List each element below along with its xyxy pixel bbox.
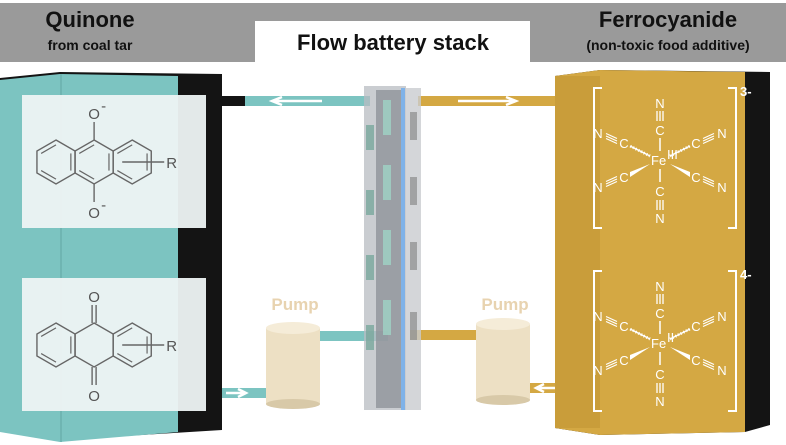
right-title: Ferrocyanide — [599, 7, 737, 32]
cell-plate — [410, 242, 417, 270]
nitrogen-label: N — [593, 180, 602, 195]
center-title-box — [255, 21, 530, 66]
carbon-label: C — [655, 184, 664, 199]
carbon-label: C — [691, 136, 700, 151]
charge-label: - — [101, 197, 106, 214]
right-pump — [476, 318, 530, 405]
left-title: Quinone — [45, 7, 134, 32]
nitrogen-label: N — [655, 96, 664, 111]
bracket-right — [728, 270, 737, 412]
oxidation-state-label: II — [667, 330, 674, 345]
anthraquinone-structure: O O R — [36, 289, 177, 405]
cell-plate — [383, 100, 391, 135]
left-pump — [266, 322, 320, 409]
nitrogen-label: N — [655, 279, 664, 294]
iron-label: Fe — [651, 336, 666, 351]
bracket-left — [593, 87, 602, 229]
cell-plate — [410, 112, 417, 140]
right-pump-label: Pump — [481, 295, 528, 314]
pipes — [215, 95, 565, 399]
cell-plate — [383, 300, 391, 335]
hydroquinone-dianion-structure: OO--R — [36, 98, 177, 222]
nitrogen-label: N — [655, 394, 664, 409]
left-pump-label: Pump — [271, 295, 318, 314]
cell-plate — [366, 325, 374, 350]
nitrogen-label: N — [717, 363, 726, 378]
membrane — [401, 88, 405, 410]
oxygen-label: O — [88, 106, 100, 123]
carbon-label: C — [691, 353, 700, 368]
carbon-label: C — [691, 319, 700, 334]
nitrogen-label: N — [717, 309, 726, 324]
bracket-left — [593, 270, 602, 412]
ring — [112, 322, 152, 368]
ferricyanide-structure: FeIIICCNNCNCNCNCN3- — [593, 84, 752, 229]
cell-plate — [366, 255, 374, 280]
carbon-label: C — [619, 170, 628, 185]
oxygen-label: O — [88, 388, 100, 405]
nitrogen-label: N — [717, 126, 726, 141]
cell-plate — [410, 177, 417, 205]
nitrogen-label: N — [593, 363, 602, 378]
cell-plate — [383, 230, 391, 265]
bracket-right — [728, 87, 737, 229]
center-title: Flow battery stack — [297, 30, 490, 55]
left-top-pipe-black — [215, 96, 245, 106]
substituent-label: R — [166, 338, 177, 355]
right-subtitle: (non-toxic food additive) — [586, 37, 749, 53]
quinone-tank: OO--R OOR — [0, 72, 222, 442]
nitrogen-label: N — [593, 309, 602, 324]
carbon-label: C — [655, 306, 664, 321]
oxygen-label: O — [88, 289, 100, 306]
flow-battery-stack — [364, 86, 421, 410]
cell-plate — [410, 312, 417, 340]
carbon-label: C — [691, 170, 700, 185]
arrow-right-icon — [458, 95, 520, 107]
reduced-quinone-panel — [22, 95, 206, 228]
ring — [112, 139, 152, 185]
cell-plate — [366, 125, 374, 150]
charge-label: 4- — [740, 267, 752, 282]
arrow-right-icon — [226, 387, 249, 399]
substituent-label: R — [166, 155, 177, 172]
cell-plate — [383, 165, 391, 200]
left-subtitle: from coal tar — [48, 37, 133, 53]
nitrogen-label: N — [717, 180, 726, 195]
oxygen-label: O — [88, 205, 100, 222]
nitrogen-label: N — [593, 126, 602, 141]
carbon-label: C — [619, 136, 628, 151]
carbon-label: C — [655, 123, 664, 138]
cell-plate — [366, 190, 374, 215]
arrow-left-icon — [268, 95, 322, 107]
left-pump-to-stack-pipe — [318, 331, 388, 341]
charge-label: 3- — [740, 84, 752, 99]
carbon-label: C — [655, 367, 664, 382]
charge-label: - — [101, 98, 106, 115]
stack-to-right-pump-pipe — [410, 330, 480, 340]
iron-label: Fe — [651, 153, 666, 168]
carbon-label: C — [619, 353, 628, 368]
oxidized-quinone-panel — [22, 278, 206, 411]
carbon-label: C — [619, 319, 628, 334]
nitrogen-label: N — [655, 211, 664, 226]
